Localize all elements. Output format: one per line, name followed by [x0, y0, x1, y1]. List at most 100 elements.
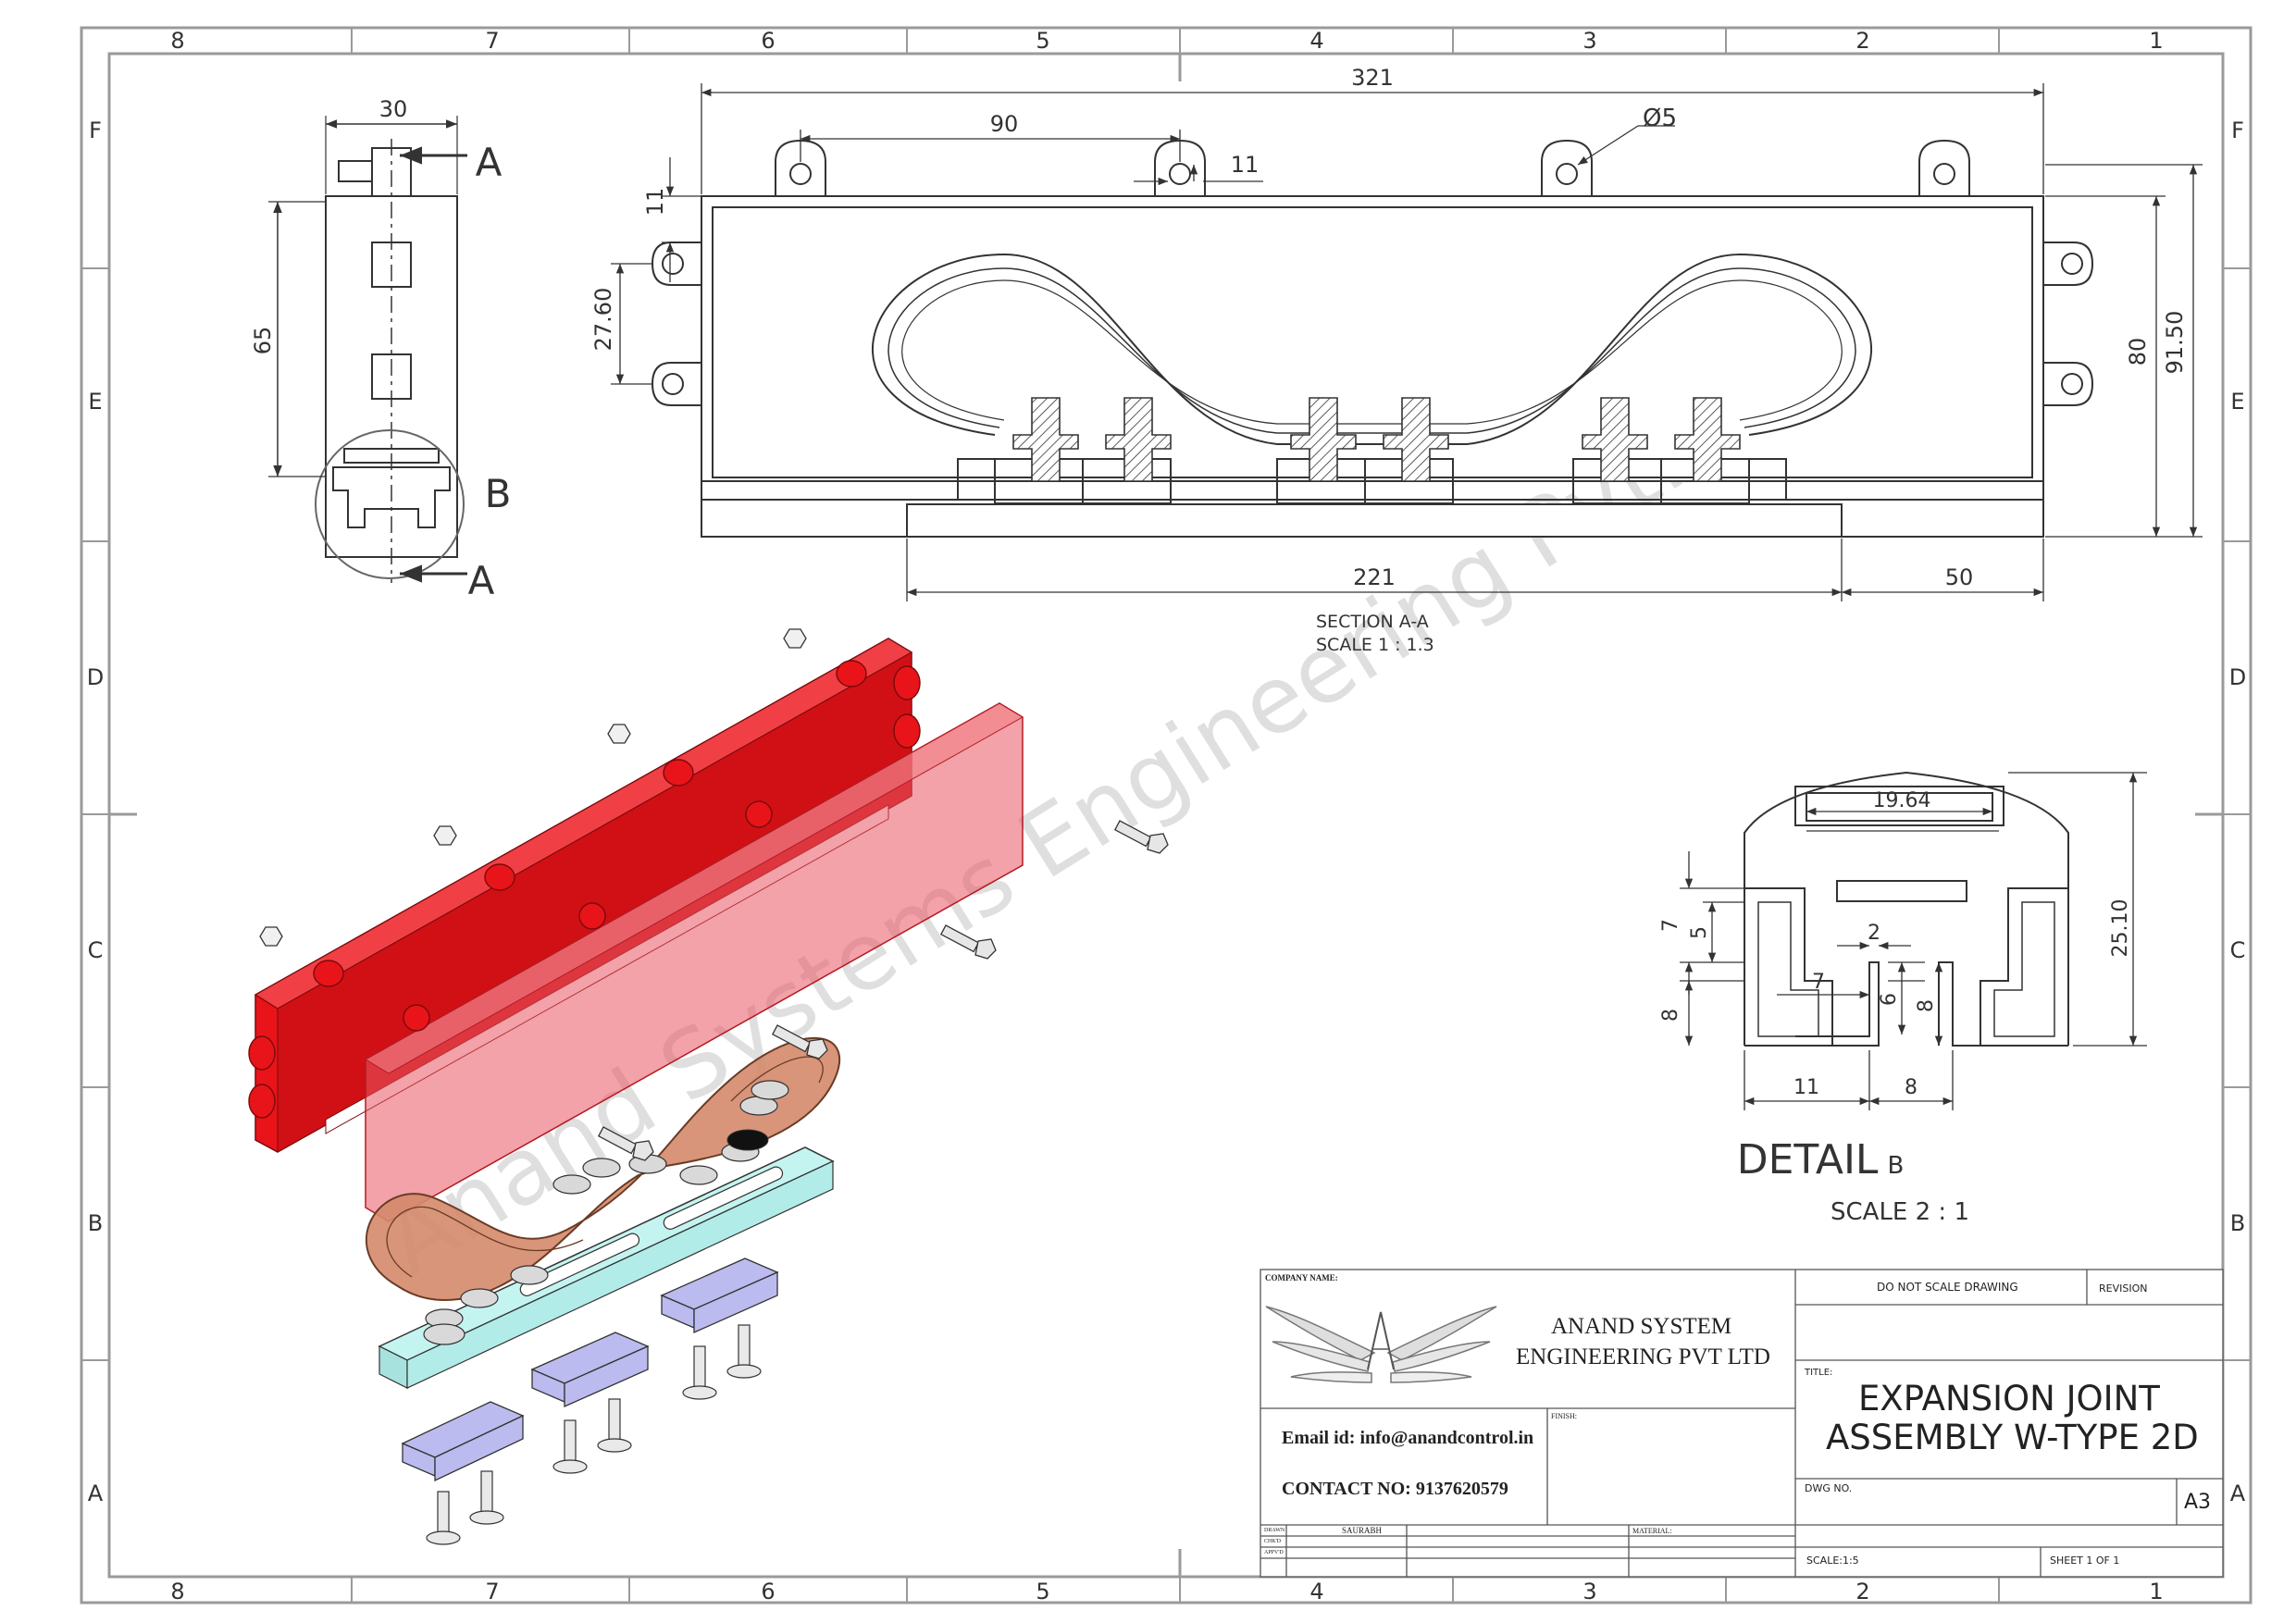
section-dim-overall: 321: [1351, 65, 1394, 91]
company-name-label: COMPANY NAME:: [1265, 1273, 1338, 1282]
row-label: F: [2231, 118, 2244, 143]
drawing-title-line-1: EXPANSION JOINT: [1858, 1379, 2160, 1419]
col-label: 8: [170, 28, 184, 54]
section-dim-left-height: 27.60: [590, 288, 616, 352]
row-label: F: [89, 118, 102, 143]
detail-view: [1744, 771, 2069, 1047]
row-label: E: [88, 389, 102, 415]
col-label: 5: [1036, 1579, 1049, 1604]
section-view: [651, 139, 2094, 538]
detail-dim-top: 19.64: [1873, 789, 1931, 812]
row-label: D: [87, 664, 104, 690]
detail-dim-8c: 8: [1905, 1076, 1917, 1099]
row-label: E: [2230, 389, 2244, 415]
dwg-no-label: DWG NO.: [1805, 1482, 1853, 1494]
detail-title-suffix: B: [1887, 1152, 1904, 1180]
detail-title: DETAIL B: [1737, 1136, 1905, 1183]
detail-title-main: DETAIL: [1737, 1136, 1879, 1183]
company-contact: CONTACT NO: 9137620579: [1282, 1479, 1508, 1499]
col-label: 1: [2149, 1579, 2163, 1604]
sheet-number: SHEET 1 OF 1: [2050, 1555, 2120, 1567]
border-ticks: [81, 28, 2251, 1603]
row-label: A: [88, 1481, 104, 1506]
drawn-label: DRAWN: [1264, 1528, 1285, 1533]
detail-b-circle: [315, 429, 465, 579]
col-label: 7: [485, 28, 499, 54]
company-email: Email id: info@anandcontrol.in: [1282, 1428, 1534, 1448]
side-dim-height: 65: [250, 327, 276, 355]
side-dim-width: 30: [379, 96, 408, 122]
side-view: [268, 116, 467, 583]
company-line-1: ANAND SYSTEM: [1551, 1314, 1732, 1339]
section-title: SECTION A-A: [1316, 612, 1429, 632]
loose-bolts: [597, 820, 1169, 1161]
section-label-a-bottom: A: [468, 558, 495, 603]
section-dimensions: [611, 83, 2203, 601]
col-label: 2: [1855, 28, 1869, 54]
col-label: 6: [761, 1579, 775, 1604]
section-dim-hole-dia: Ø5: [1643, 105, 1677, 132]
row-label: B: [2230, 1210, 2245, 1236]
row-label: C: [88, 937, 104, 963]
material-label: MATERIAL:: [1632, 1527, 1672, 1535]
col-label: 6: [761, 28, 775, 54]
row-label: A: [2230, 1481, 2246, 1506]
section-dim-left-top: 11: [642, 188, 668, 217]
section-dim-hole-offset: 11: [1231, 152, 1260, 178]
company-logo: [1265, 1306, 1497, 1383]
section-dim-height-inner: 80: [2125, 338, 2151, 366]
detail-dim-8a: 8: [1659, 1009, 1682, 1022]
hex-nuts: [259, 628, 807, 947]
bracket-studs: [426, 1324, 762, 1545]
company-line-2: ENGINEERING PVT LTD: [1516, 1344, 1770, 1369]
col-label: 1: [2149, 28, 2163, 54]
chkd-label: CHK'D: [1264, 1539, 1282, 1544]
mounting-brackets: [401, 1258, 779, 1482]
col-label: 5: [1036, 28, 1049, 54]
drawing-title-line-2: ASSEMBLY W-TYPE 2D: [1826, 1418, 2199, 1457]
detail-dim-2: 2: [1868, 922, 1880, 945]
col-label: 4: [1309, 28, 1323, 54]
detail-dim-7b: 7: [1812, 971, 1825, 994]
appvd-label: APPV'D: [1264, 1550, 1284, 1555]
section-hatched-bolts: [1012, 397, 1741, 482]
section-scale: SCALE 1 : 1.3: [1316, 635, 1434, 655]
revision-label: REVISION: [2099, 1282, 2148, 1295]
title-label: TITLE:: [1805, 1368, 1833, 1378]
detail-dim-11: 11: [1793, 1076, 1819, 1099]
col-label: 2: [1855, 1579, 1869, 1604]
detail-label-b: B: [485, 471, 512, 516]
detail-dim-5: 5: [1688, 926, 1711, 939]
detail-dim-8b: 8: [1915, 999, 1938, 1012]
do-not-scale: DO NOT SCALE DRAWING: [1877, 1281, 2018, 1294]
row-label: C: [2230, 937, 2246, 963]
detail-scale: SCALE 2 : 1: [1831, 1198, 1969, 1226]
detail-dim-6: 6: [1878, 993, 1901, 1006]
section-dim-bottom-length: 221: [1353, 564, 1396, 590]
section-dim-height-outer: 91.50: [2162, 311, 2188, 375]
sheet-size: A3: [2184, 1491, 2212, 1514]
row-label: B: [88, 1210, 103, 1236]
washers: [423, 1080, 789, 1345]
scale-label: SCALE:1:5: [1806, 1555, 1859, 1567]
col-label: 8: [170, 1579, 184, 1604]
border-column-labels-top: 8 7 6 5 4 3 2 1: [170, 28, 2163, 54]
isometric-assembly: [248, 628, 1169, 1545]
col-label: 4: [1309, 1579, 1323, 1604]
title-block-grid: [1260, 1269, 2224, 1578]
col-label: 7: [485, 1579, 499, 1604]
black-washer: [726, 1129, 769, 1151]
detail-dim-height: 25.10: [2109, 899, 2132, 958]
section-dim-pitch: 90: [990, 111, 1019, 137]
section-label-a-top: A: [476, 140, 503, 185]
detail-dimensions: [1680, 772, 2147, 1110]
border-column-labels-bottom: 8 7 6 5 4 3 2 1: [170, 1579, 2163, 1604]
border-row-labels-right: F E D C B A: [2229, 118, 2246, 1506]
row-label: D: [2229, 664, 2246, 690]
section-dim-bottom-ext: 50: [1945, 564, 1974, 590]
drawn-by: SAURABH: [1342, 1526, 1383, 1535]
col-label: 3: [1582, 28, 1596, 54]
detail-dim-7a: 7: [1659, 919, 1682, 932]
col-label: 3: [1582, 1579, 1596, 1604]
